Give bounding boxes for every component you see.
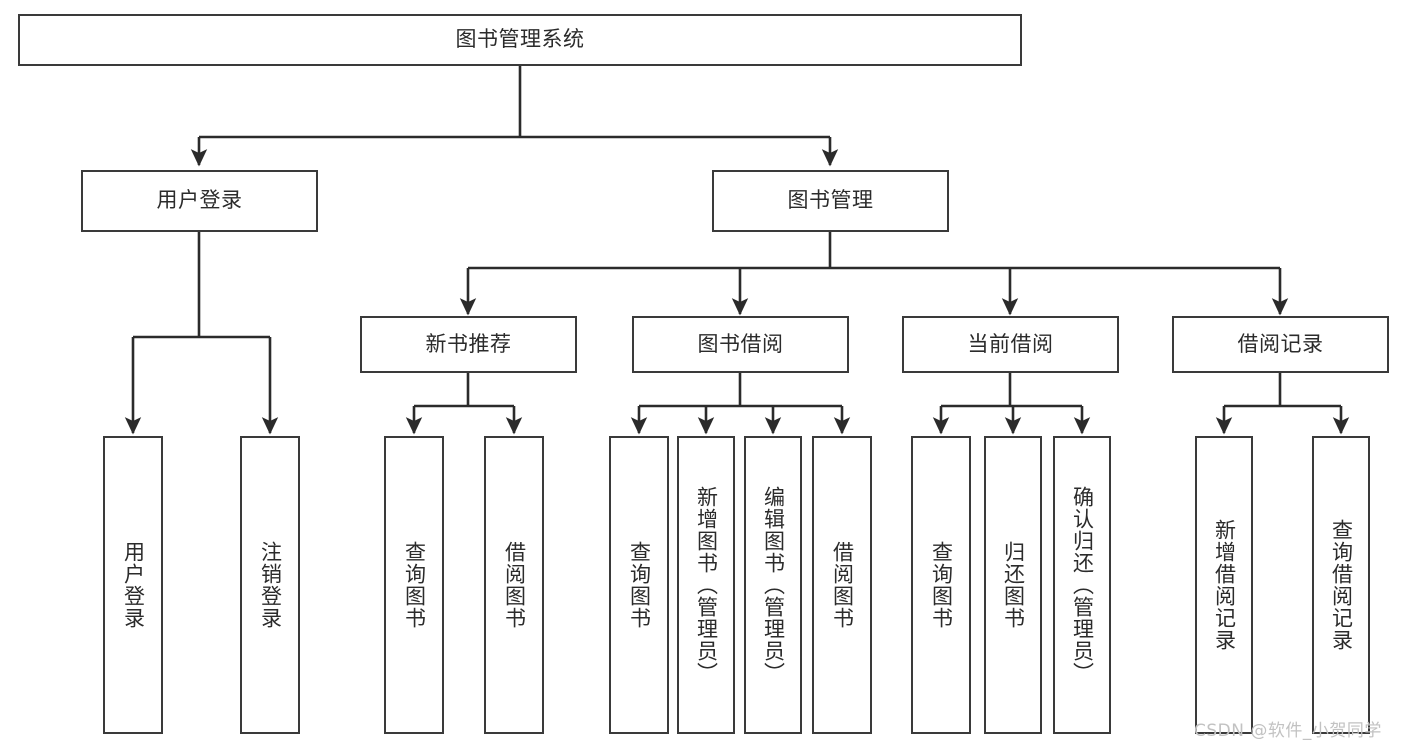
csdn-watermark: CSDN @软件_小贺同学: [1194, 721, 1382, 741]
node-root[interactable]: 图书管理系统: [18, 14, 1022, 66]
node-leaf-rec-borrow-book[interactable]: 借阅图书: [484, 436, 544, 734]
node-leaf-user-login[interactable]: 用户登录: [103, 436, 163, 734]
node-leaf-rec-query-book-label: 查询图书: [402, 541, 427, 629]
node-leaf-user-login-label: 用户登录: [121, 541, 146, 629]
node-leaf-cur-return-book[interactable]: 归还图书: [984, 436, 1042, 734]
node-leaf-borrow-edit-book-label: 编辑图书（管理员）: [761, 486, 786, 684]
node-leaf-rec-add-record[interactable]: 新增借阅记录: [1195, 436, 1253, 734]
node-book-borrow-label: 图书借阅: [697, 331, 784, 356]
node-leaf-rec-query-book[interactable]: 查询图书: [384, 436, 444, 734]
node-leaf-rec-borrow-book-label: 借阅图书: [502, 541, 527, 629]
node-leaf-borrow-edit-book[interactable]: 编辑图书（管理员）: [744, 436, 802, 734]
node-user-login[interactable]: 用户登录: [81, 170, 318, 232]
node-leaf-user-logout-label: 注销登录: [258, 541, 283, 629]
node-leaf-borrow-lend-book[interactable]: 借阅图书: [812, 436, 872, 734]
node-current-borrow[interactable]: 当前借阅: [902, 316, 1119, 373]
node-book-manage-label: 图书管理: [787, 188, 874, 213]
node-user-login-label: 用户登录: [156, 188, 243, 213]
node-root-label: 图书管理系统: [455, 27, 585, 52]
node-leaf-borrow-lend-book-label: 借阅图书: [830, 541, 855, 629]
node-book-manage[interactable]: 图书管理: [712, 170, 949, 232]
node-borrow-record-label: 借阅记录: [1237, 331, 1324, 356]
node-leaf-rec-query-record[interactable]: 查询借阅记录: [1312, 436, 1370, 734]
node-new-book-rec-label: 新书推荐: [425, 331, 512, 356]
node-leaf-rec-add-record-label: 新增借阅记录: [1212, 519, 1237, 651]
node-new-book-rec[interactable]: 新书推荐: [360, 316, 577, 373]
node-borrow-record[interactable]: 借阅记录: [1172, 316, 1389, 373]
node-leaf-user-logout[interactable]: 注销登录: [240, 436, 300, 734]
node-leaf-cur-query-book[interactable]: 查询图书: [911, 436, 971, 734]
node-leaf-rec-query-record-label: 查询借阅记录: [1329, 519, 1354, 651]
node-leaf-borrow-add-book-label: 新增图书（管理员）: [694, 486, 719, 684]
node-leaf-cur-confirm-return[interactable]: 确认归还（管理员）: [1053, 436, 1111, 734]
node-leaf-cur-query-book-label: 查询图书: [929, 541, 954, 629]
node-current-borrow-label: 当前借阅: [967, 331, 1054, 356]
node-leaf-borrow-add-book[interactable]: 新增图书（管理员）: [677, 436, 735, 734]
node-leaf-borrow-query-book-label: 查询图书: [627, 541, 652, 629]
node-leaf-cur-return-book-label: 归还图书: [1001, 541, 1026, 629]
node-leaf-borrow-query-book[interactable]: 查询图书: [609, 436, 669, 734]
node-book-borrow[interactable]: 图书借阅: [632, 316, 849, 373]
node-leaf-cur-confirm-return-label: 确认归还（管理员）: [1070, 486, 1095, 684]
